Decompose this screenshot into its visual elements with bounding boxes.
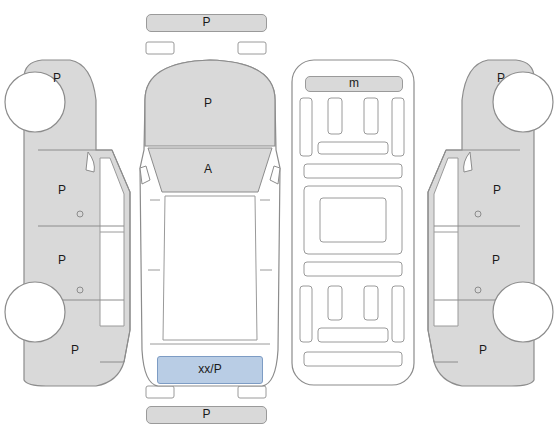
panel-bar: P [146,406,267,424]
panel-code: P [202,408,210,421]
panel-label: P [490,253,502,268]
panel-label: P [495,71,507,86]
panel-label: P [56,183,68,198]
panel-label: P [477,343,489,358]
panel-code: P [497,72,505,85]
panel-code: P [492,254,500,267]
panel-code: P [479,344,487,357]
panel-code: P [202,16,210,29]
panel-code: P [58,254,66,267]
panel-label: P [202,96,214,111]
panel-label: P [491,183,503,198]
panel-label: A [202,162,214,177]
panel-label: P [69,343,81,358]
damaged-panel: xx/P [157,356,263,384]
panel-code: P [493,184,501,197]
panel-code: P [53,72,61,85]
panel-code: P [71,344,79,357]
panel-code: A [204,163,212,176]
panel-code: P [58,184,66,197]
panel-code: P [204,97,212,110]
panel-code: xx/P [198,363,221,376]
panel-code: m [349,77,359,90]
panel-label: P [56,253,68,268]
panel-label: P [51,71,63,86]
panel-bar: m [305,76,403,92]
panel-bar: P [146,14,267,32]
